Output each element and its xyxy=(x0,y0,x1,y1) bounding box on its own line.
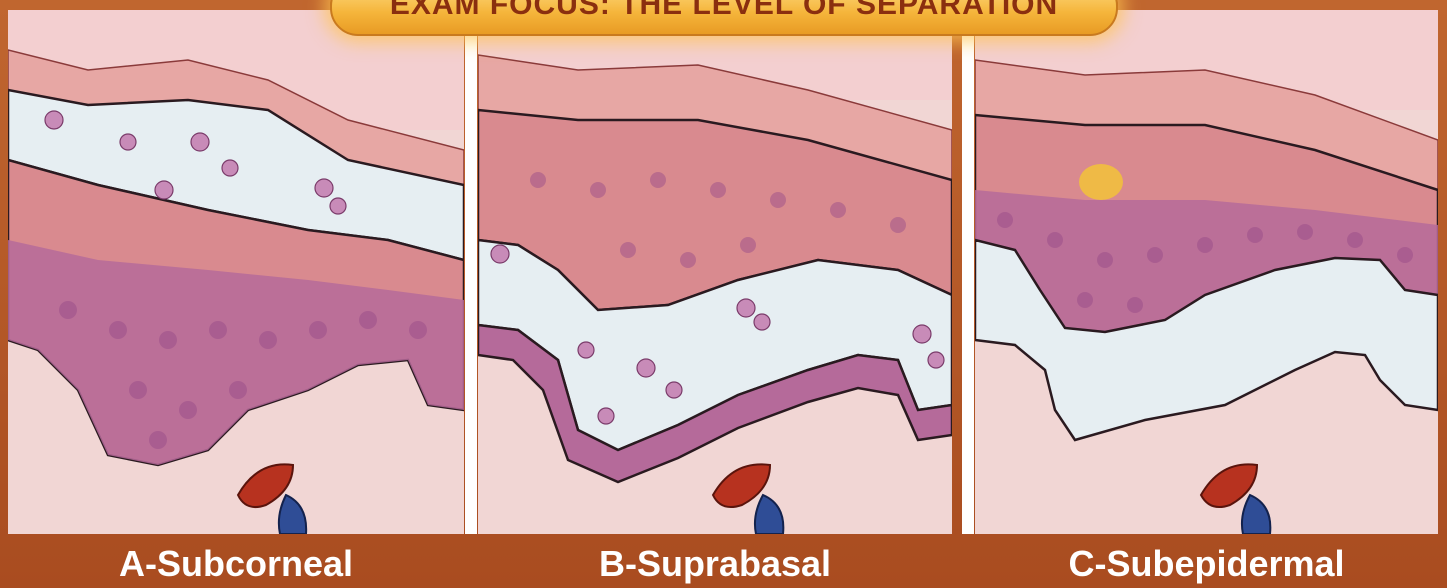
panel-divider xyxy=(962,10,974,534)
subcorneal-illustration xyxy=(8,10,464,534)
panel-label-subepidermal: C-Subepidermal xyxy=(975,540,1438,588)
panel-divider xyxy=(465,10,477,534)
panel-label-suprabasal: B-Suprabasal xyxy=(478,540,952,588)
panel-subcorneal xyxy=(8,10,464,534)
panel-label-subcorneal: A-Subcorneal xyxy=(8,540,464,588)
highlighted-cell xyxy=(1079,164,1123,200)
panel-suprabasal xyxy=(478,10,952,534)
subepidermal-illustration xyxy=(975,10,1438,534)
banner-title: EXAM FOCUS: THE LEVEL OF SEPARATION xyxy=(390,0,1058,22)
title-banner: EXAM FOCUS: THE LEVEL OF SEPARATION xyxy=(330,0,1118,36)
panel-subepidermal xyxy=(975,10,1438,534)
suprabasal-illustration xyxy=(478,10,952,534)
